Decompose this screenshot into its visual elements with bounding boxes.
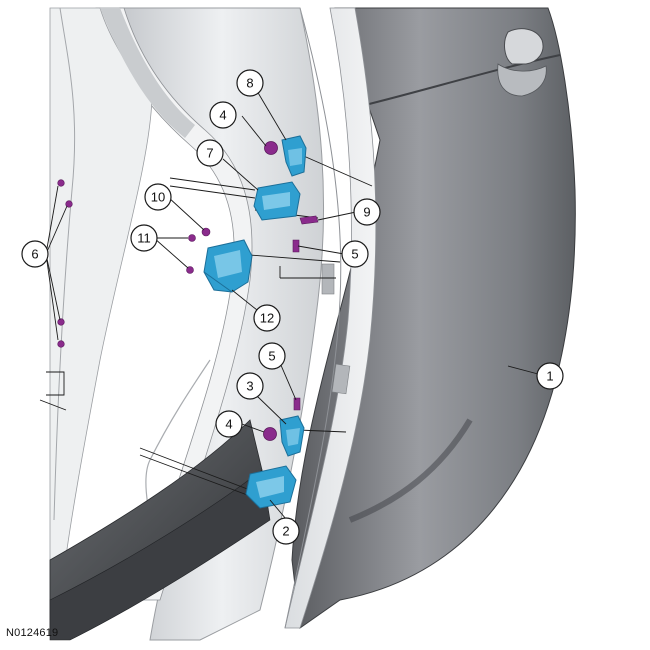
check-arm-bracket: [203, 239, 253, 293]
door-shut-face-edge: [284, 7, 342, 629]
front-door-shadow: [100, 8, 195, 138]
callout-11-label: 11: [137, 231, 151, 246]
callout-3-label: 3: [246, 379, 253, 394]
callout-5-upper-label: 5: [351, 247, 358, 262]
callout-12-label: 12: [260, 311, 274, 326]
door-lower-crease: [348, 418, 473, 523]
upper-bolt-9: [299, 215, 319, 225]
lower-bolt-5: [293, 397, 301, 411]
callout-10: 10: [144, 183, 172, 211]
pillar-slot-2: [331, 363, 351, 395]
callout-11: 11: [130, 224, 158, 252]
callout-9: 9: [353, 198, 381, 226]
callout-7-label: 7: [206, 146, 213, 161]
callout-4-upper-label: 4: [219, 108, 226, 123]
check-arm-nut-11a: [188, 234, 196, 242]
upper-bolt-5: [292, 239, 300, 253]
callout-8: 8: [236, 69, 264, 97]
lower-hinge-door-half: [279, 415, 305, 457]
callout-4-upper: 4: [209, 101, 237, 129]
callout-5-upper: 5: [341, 240, 369, 268]
callout-12: 12: [253, 304, 281, 332]
front-door-inner-line: [53, 7, 76, 521]
callout-4-lower: 4: [215, 410, 243, 438]
callout-1: 1: [536, 362, 564, 390]
callout-9-label: 9: [363, 205, 370, 220]
front-nut-4: [57, 340, 65, 348]
callout-6: 6: [21, 240, 49, 268]
upper-hinge-door-half: [281, 135, 307, 177]
callout-6-label: 6: [31, 247, 38, 262]
upper-hinge-nut: [264, 141, 278, 155]
lower-hinge-nut: [263, 427, 277, 441]
callout-8-label: 8: [246, 76, 253, 91]
callout-leaders: [45, 90, 539, 520]
pillar-slot-1: [321, 263, 335, 295]
check-arm-nut-11b: [186, 266, 194, 274]
callout-7: 7: [196, 139, 224, 167]
callout-2-label: 2: [282, 524, 289, 539]
callout-3: 3: [236, 372, 264, 400]
rocker-sill-lower: [49, 469, 271, 641]
callout-5-lower: 5: [258, 342, 286, 370]
door-handle: [504, 28, 544, 65]
callout-1-label: 1: [546, 369, 553, 384]
figure-id-label: N0124619: [6, 627, 59, 639]
front-nut-3: [57, 318, 65, 326]
callout-5-lower-label: 5: [268, 349, 275, 364]
callout-4-lower-label: 4: [225, 417, 232, 432]
callout-10-label: 10: [151, 190, 165, 205]
front-nut-1: [57, 179, 65, 187]
door-outer-panel: [291, 7, 576, 629]
callout-2: 2: [272, 517, 300, 545]
lower-hinge-body-half: [245, 465, 297, 509]
door-handle-recess: [497, 63, 547, 97]
upper-hinge-body-half: [253, 181, 301, 221]
front-nut-2: [65, 200, 73, 208]
